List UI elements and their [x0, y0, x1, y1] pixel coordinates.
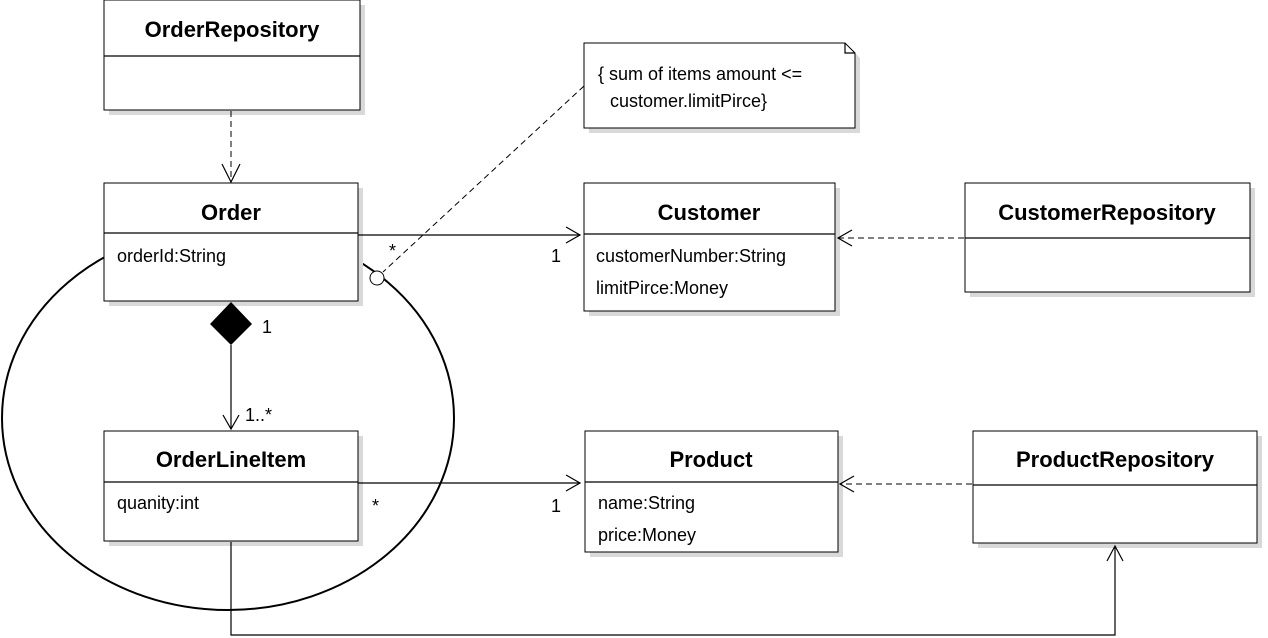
association-orderlineitem-productrepository: [230, 542, 1124, 636]
note-anchor: [369, 85, 585, 286]
attribute: limitPirce:Money: [596, 278, 728, 298]
multiplicity-source: *: [389, 241, 396, 261]
class-name: Customer: [658, 200, 761, 225]
dependency-orderrepository-order: [221, 111, 241, 184]
attribute: customerNumber:String: [596, 246, 786, 266]
constraint-note: { sum of items amount <= customer.limitP…: [583, 42, 860, 133]
dependency-productrepository-product: [838, 475, 972, 493]
class-name: OrderLineItem: [156, 447, 306, 472]
composition-diamond-icon: [210, 302, 252, 345]
class-name: Product: [669, 447, 753, 472]
class-order-line-item[interactable]: OrderLineItem quanity:int: [103, 430, 363, 546]
dependency-customerrepository-customer: [836, 229, 964, 247]
class-product-repository[interactable]: ProductRepository: [972, 430, 1262, 548]
multiplicity-source: 1: [262, 317, 272, 337]
multiplicity-target: 1..*: [245, 405, 272, 425]
class-name: CustomerRepository: [998, 200, 1216, 225]
composition-order-orderlineitem: 1 1..*: [210, 302, 272, 431]
attribute: price:Money: [598, 525, 696, 545]
class-order-repository[interactable]: OrderRepository: [103, 0, 365, 115]
attribute: quanity:int: [117, 493, 199, 513]
multiplicity-source: *: [372, 496, 379, 516]
note-line-1: { sum of items amount <=: [598, 64, 802, 84]
class-name: ProductRepository: [1016, 447, 1215, 472]
class-order[interactable]: Order orderId:String: [103, 182, 363, 306]
association-order-customer: * 1: [358, 226, 582, 266]
multiplicity-target: 1: [551, 246, 561, 266]
association-orderlineitem-product: * 1: [358, 474, 582, 516]
multiplicity-target: 1: [551, 496, 561, 516]
class-product[interactable]: Product name:String price:Money: [584, 430, 843, 557]
class-name: OrderRepository: [145, 17, 321, 42]
attribute: orderId:String: [117, 246, 226, 266]
attribute: name:String: [598, 493, 695, 513]
class-customer-repository[interactable]: CustomerRepository: [964, 182, 1255, 297]
note-line-2: customer.limitPirce}: [610, 91, 767, 111]
class-name: Order: [201, 200, 261, 225]
class-customer[interactable]: Customer customerNumber:String limitPirc…: [583, 182, 840, 316]
